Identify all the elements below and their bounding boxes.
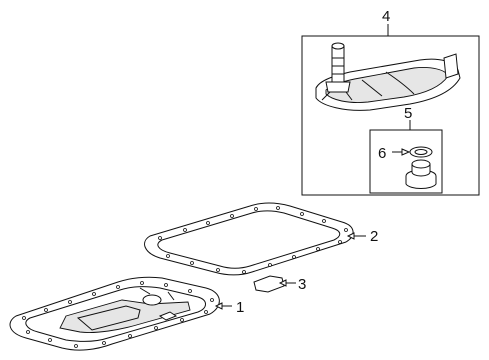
filter-detail-box <box>301 35 480 196</box>
drain-plug <box>405 159 437 189</box>
callout-2-label: 2 <box>370 228 378 245</box>
pan-magnet: 3 <box>253 275 306 293</box>
filter-detail-group: 4 5 6 <box>301 8 480 196</box>
oil-pan: 1 <box>9 276 244 351</box>
pan-gasket: 2 <box>144 202 378 276</box>
seal-plug-detail-box <box>369 129 443 194</box>
transmission-filter <box>315 42 461 111</box>
callout-1-label: 1 <box>236 299 244 316</box>
callout-5-label: 5 <box>404 105 412 122</box>
callout-3-label: 3 <box>298 276 306 293</box>
gasket-bolt-holes <box>158 206 348 274</box>
seal-ring <box>409 146 433 158</box>
callout-6-label: 6 <box>378 145 386 162</box>
callout-4-label: 4 <box>382 8 390 25</box>
pan-bolt-holes <box>22 281 214 348</box>
